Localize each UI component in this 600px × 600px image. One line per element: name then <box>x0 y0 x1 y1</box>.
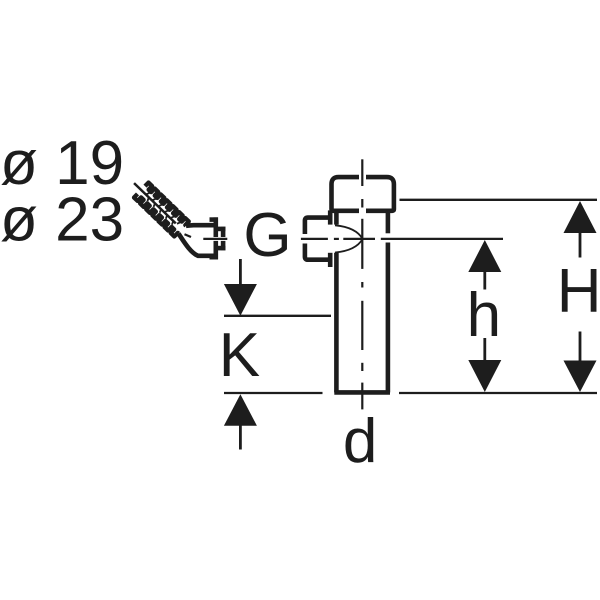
svg-text:ø 19: ø 19 <box>0 129 124 198</box>
svg-text:G: G <box>243 201 291 270</box>
svg-text:ø 23: ø 23 <box>0 186 124 255</box>
svg-text:d: d <box>343 407 377 476</box>
svg-text:K: K <box>219 321 260 390</box>
svg-text:H: H <box>557 257 600 326</box>
svg-text:h: h <box>467 281 501 350</box>
